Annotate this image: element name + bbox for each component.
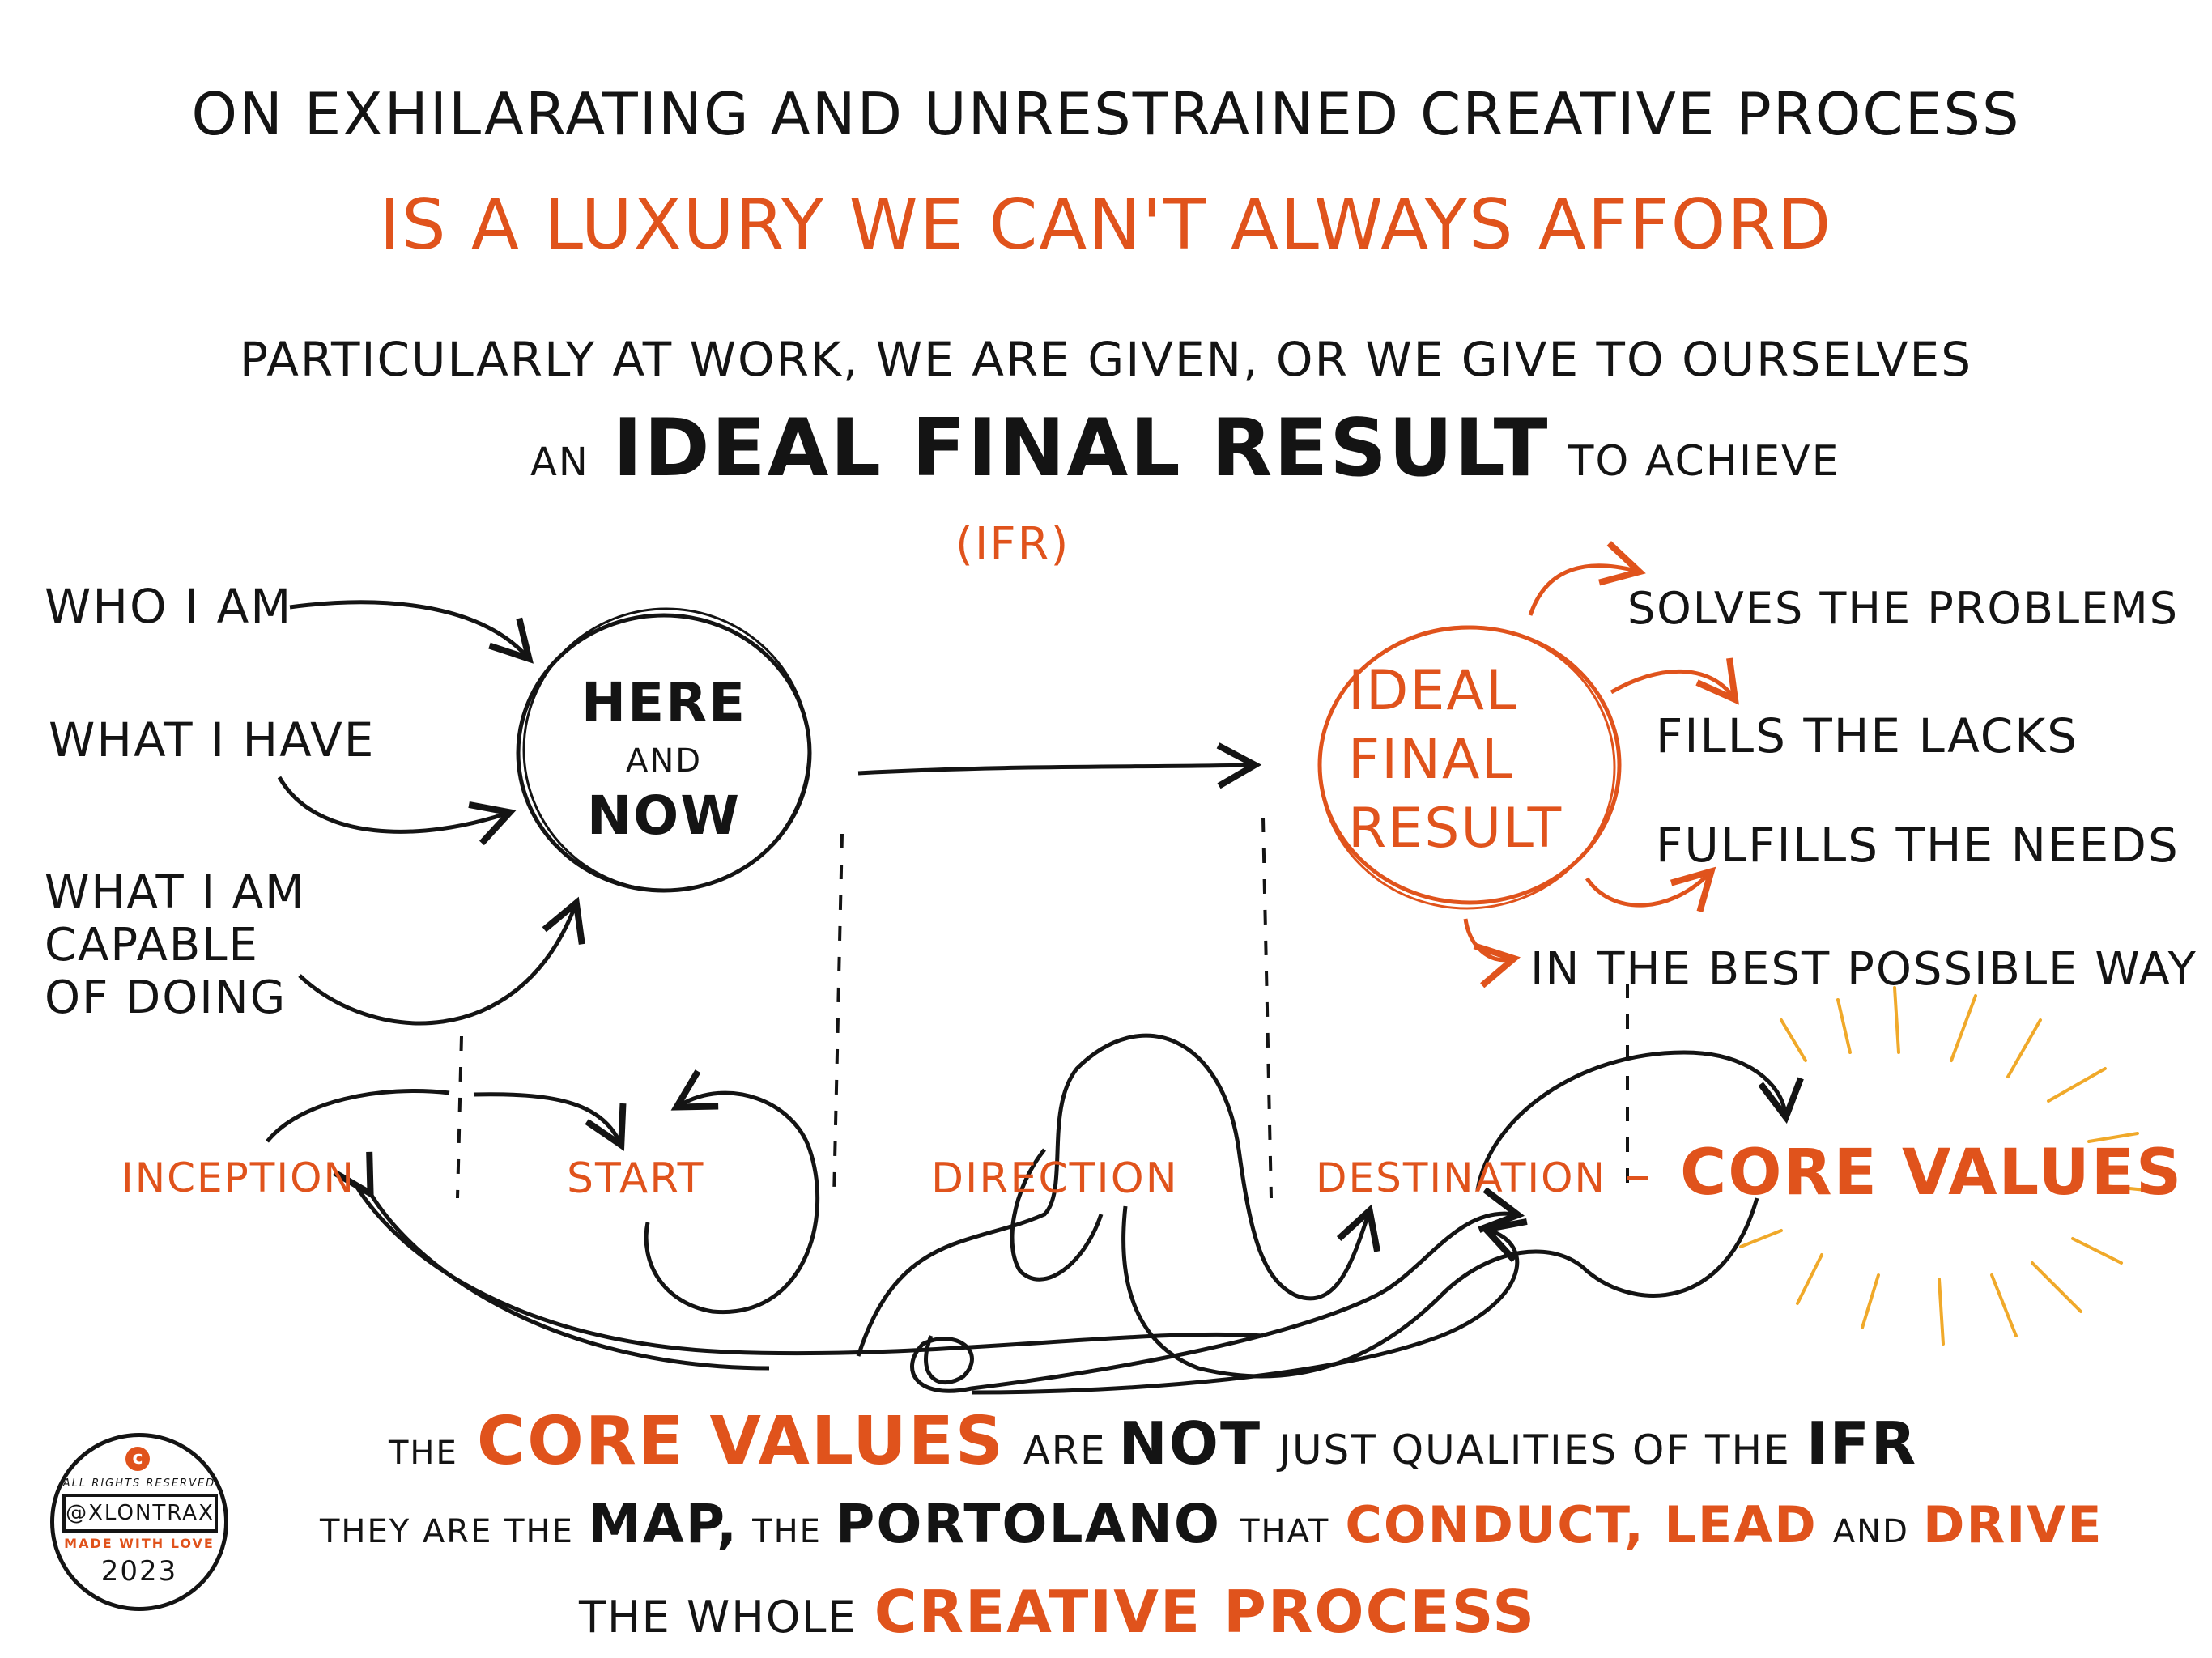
here-now-line-3: NOW bbox=[586, 784, 742, 847]
input-what-i-have: WHAT I HAVE bbox=[49, 712, 376, 767]
ifr-headline-post: TO ACHIEVE bbox=[1568, 437, 1840, 486]
footer-l1-the: THE bbox=[389, 1435, 458, 1472]
footer-l3-creative-process: CREATIVE PROCESS bbox=[874, 1578, 1537, 1646]
here-now-line-2: AND bbox=[625, 742, 703, 780]
footer-l1-qualities: JUST QUALITIES OF THE bbox=[1278, 1426, 1791, 1473]
arrow-to-start bbox=[473, 1092, 627, 1151]
footer-l1-not: NOT bbox=[1118, 1409, 1262, 1477]
core-values-burst bbox=[1739, 986, 2147, 1346]
footer-line-2: THEY ARE THE MAP, THE PORTOLANO THAT CON… bbox=[320, 1498, 2104, 1551]
footer-l1-core-values: CORE VALUES bbox=[476, 1403, 1005, 1480]
footer-l1-ifr: IFR bbox=[1806, 1409, 1918, 1477]
footer-l2-that: THAT bbox=[1240, 1513, 1330, 1550]
stage-destination: DESTINATION bbox=[1316, 1154, 1606, 1201]
arrow-ifr-to-fulfills bbox=[1585, 866, 1716, 913]
copyright-icon: c bbox=[125, 1447, 150, 1471]
badge-handle: @XLONTRAX bbox=[62, 1494, 218, 1533]
stage-inception: INCEPTION bbox=[121, 1154, 355, 1201]
title-line-1: ON EXHILARATING AND UNRESTRAINED CREATIV… bbox=[191, 80, 2021, 148]
outcome-best-way: IN THE BEST POSSIBLE WAY bbox=[1530, 943, 2197, 996]
footer-l2-drive: DRIVE bbox=[1922, 1495, 2104, 1554]
footer-l2-the: THE bbox=[752, 1513, 822, 1550]
arrow-ifr-to-fills bbox=[1610, 657, 1739, 705]
input-capable-line-3: OF DOING bbox=[45, 971, 287, 1024]
ifr-abbreviation: (IFR) bbox=[955, 518, 1070, 571]
ifr-circle-line-2: FINAL bbox=[1348, 728, 1514, 792]
outcome-fulfills: FULFILLS THE NEEDS bbox=[1656, 818, 2180, 873]
badge-made-with-love: MADE WITH LOVE bbox=[64, 1536, 215, 1551]
arrow-who-to-here bbox=[289, 600, 534, 664]
outcome-fills: FILLS THE LACKS bbox=[1656, 708, 2079, 763]
ifr-headline-main: IDEAL FINAL RESULT bbox=[612, 402, 1550, 495]
ifr-circle bbox=[1317, 625, 1622, 910]
input-capable-line-2: CAPABLE bbox=[45, 919, 259, 971]
footer-l2-portolano: PORTOLANO bbox=[836, 1493, 1221, 1555]
footer-l2-they: THEY ARE THE bbox=[320, 1513, 574, 1550]
footer-line-3: THE WHOLE CREATIVE PROCESS bbox=[579, 1583, 1536, 1641]
footer-l2-map: MAP, bbox=[587, 1493, 739, 1555]
here-now-circle bbox=[516, 607, 812, 893]
arrow-inception-arc bbox=[266, 1089, 450, 1143]
badge-year: 2023 bbox=[100, 1555, 178, 1588]
input-capable-line-1: WHAT I AM bbox=[45, 866, 306, 919]
footer-line-1: THE CORE VALUES ARE NOT JUST QUALITIES O… bbox=[389, 1409, 1917, 1475]
intro-line: PARTICULARLY AT WORK, WE ARE GIVEN, OR W… bbox=[239, 332, 1973, 387]
footer-l2-and: AND bbox=[1832, 1513, 1909, 1550]
stage-direction: DIRECTION bbox=[931, 1154, 1179, 1203]
stage-start: START bbox=[567, 1154, 705, 1203]
title-line-2: IS A LUXURY WE CAN'T ALWAYS AFFORD bbox=[379, 185, 1833, 266]
outcome-solves: SOLVES THE PROBLEMS bbox=[1627, 583, 2180, 634]
dashed-dividers bbox=[456, 817, 1629, 1199]
here-now-line-1: HERE bbox=[581, 671, 747, 733]
footer-l2-conduct-lead: CONDUCT, LEAD bbox=[1345, 1495, 1818, 1554]
footer-l3-whole: THE WHOLE bbox=[579, 1592, 857, 1643]
ifr-headline: AN IDEAL FINAL RESULT TO ACHIEVE bbox=[530, 409, 1840, 488]
footer-l1-are: ARE bbox=[1023, 1428, 1107, 1473]
copyright-badge: c ALL RIGHTS RESERVED @XLONTRAX MADE WIT… bbox=[50, 1433, 228, 1611]
process-loops bbox=[333, 1033, 1804, 1395]
arrow-here-to-ifr bbox=[857, 742, 1262, 789]
ifr-circle-line-3: RESULT bbox=[1348, 797, 1563, 861]
arrow-capable-to-here bbox=[298, 896, 585, 1026]
input-who-i-am: WHO I AM bbox=[45, 579, 293, 634]
ifr-headline-pre: AN bbox=[530, 440, 589, 485]
arrow-have-to-here bbox=[277, 776, 517, 846]
arrow-ifr-to-solves bbox=[1528, 541, 1646, 616]
ifr-circle-line-1: IDEAL bbox=[1348, 659, 1518, 723]
badge-rights-text: ALL RIGHTS RESERVED bbox=[62, 1477, 216, 1490]
stage-core-values: CORE VALUES bbox=[1680, 1137, 2184, 1209]
arrow-ifr-to-best bbox=[1463, 918, 1521, 988]
